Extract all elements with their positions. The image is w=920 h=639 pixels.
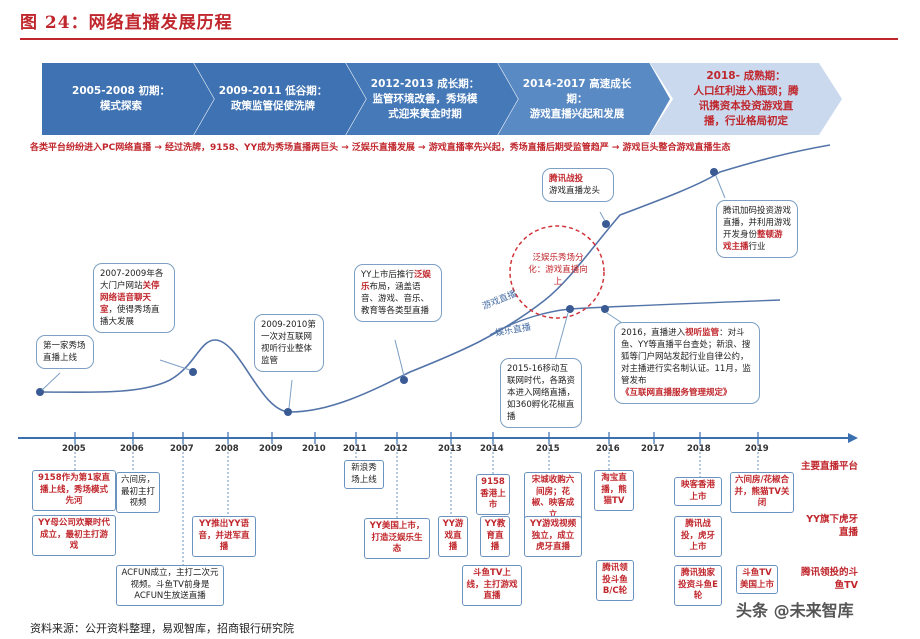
phase-2-period: 2009-2011 低谷期： — [218, 85, 328, 97]
phase-5: 2018- 成熟期： 人口红利进入瓶颈；腾讯携资本投资游戏直播，行业格局初定 — [650, 63, 842, 135]
year-2011: 2011 — [343, 444, 367, 454]
year-2013: 2013 — [438, 444, 462, 454]
event-songcheng: 宋城收购六间房；花椒、映客成立 — [524, 472, 582, 524]
title-rule — [20, 38, 898, 40]
curve-dot-2016b — [602, 220, 610, 228]
phase-4: 2014-2017 高速成长期： 游戏直播兴起和发展 — [498, 63, 670, 135]
year-2008: 2008 — [215, 444, 239, 454]
phase-3-period: 2012-2013 成长期： — [370, 77, 480, 90]
watermark: 头条 @未来智库 — [736, 601, 854, 620]
event-yy-parent: YY母公司欢聚时代成立，最初主打游戏 — [32, 515, 116, 556]
industry-curve — [39, 144, 831, 413]
phase-4-desc: 游戏直播兴起和发展 — [529, 107, 625, 120]
row-label-huya: YY旗下虎牙直播 — [806, 514, 858, 538]
timeline-arrow — [848, 433, 858, 443]
event-yy-education: YY教育直播 — [480, 516, 510, 557]
event-huya-ipo: 腾讯战投，虎牙上市 — [674, 516, 722, 557]
event-douyu-us-ipo: 斗鱼TV美国上市 — [736, 565, 778, 594]
row-label-platforms: 主要直播平台 — [800, 461, 858, 472]
year-2014: 2014 — [480, 444, 504, 454]
curve-dot-2012 — [400, 376, 408, 384]
callout-yy-pan-entertainment: YY上市后推行泛娱乐布局，涵盖语音、游戏、音乐、教育等各类型直播 — [354, 264, 442, 322]
event-yy-us-ipo: YY美国上市，打造泛娱乐生态 — [364, 518, 430, 559]
callout-portals-shutdown: 2007-2009年各大门户网站关停网络语音聊天室，使得秀场直播大发展 — [93, 263, 175, 333]
phase-5-period: 2018- 成熟期： — [706, 70, 786, 82]
callout-first-regulation: 2009-2010第一次对互联网视听行业整体监管 — [254, 314, 324, 372]
event-tencent-douyu-bc: 腾讯领投斗鱼B/C轮 — [596, 560, 634, 601]
event-6rooms: 六间房，最初主打视频 — [116, 472, 160, 513]
year-2018: 2018 — [687, 444, 711, 454]
phase-1-period: 2005-2008 初期： — [72, 85, 170, 97]
curve-dot-2007 — [189, 368, 197, 376]
year-2015: 2015 — [536, 444, 560, 454]
year-2005: 2005 — [62, 444, 86, 454]
curve-dot-2018 — [710, 168, 718, 176]
phase-3-desc: 监管环境改善，秀场模式迎来黄金时期 — [372, 92, 478, 120]
phase-1: 2005-2008 初期： 模式探索 — [42, 63, 214, 135]
event-inke-hk-ipo: 映客香港上市 — [674, 477, 722, 506]
event-acfun: ACFUN成立，主打二次元视频。斗鱼TV前身是ACFUN生放送直播 — [116, 565, 224, 606]
callout-pan-entertainment-split: 泛娱乐秀场分化：游戏直播向上 — [528, 253, 588, 287]
phase-4-period: 2014-2017 高速成长期： — [522, 77, 632, 105]
phase-5-desc: 人口红利进入瓶颈；腾讯携资本投资游戏直播，行业格局初定 — [693, 85, 799, 127]
figure-title: 图 24：网络直播发展历程 — [20, 13, 233, 33]
year-2009: 2009 — [259, 444, 283, 454]
phase-1-desc: 模式探索 — [100, 100, 142, 112]
event-taobao-panda: 淘宝直播，熊猫TV — [594, 470, 634, 511]
callout-mobile-era: 2015-16移动互联网时代，各路资本进入网络直播，如360孵化花椒直播 — [500, 358, 582, 428]
phase-2: 2009-2011 低谷期： 政策监管促使洗牌 — [194, 63, 366, 135]
event-yy-voice: YY推出YY语音，并进军直播 — [192, 516, 256, 557]
year-2010: 2010 — [302, 444, 326, 454]
year-2019: 2019 — [745, 444, 769, 454]
year-2012: 2012 — [384, 444, 408, 454]
row-label-douyu: 腾讯领投的斗鱼TV — [800, 567, 858, 591]
callout-tencent-increase: 腾讯加码投资游戏直播，并利用游戏开发身份整顿游戏主播行业 — [716, 200, 798, 258]
event-9158-hk-ipo: 9158香港上市 — [476, 474, 510, 515]
event-huya-founded: YY游戏视频独立，成立虎牙直播 — [524, 516, 582, 557]
callout-tencent-invest: 腾讯战投游戏直播龙头 — [542, 168, 614, 202]
year-2017: 2017 — [641, 444, 665, 454]
event-yy-game: YY游戏直播 — [438, 516, 468, 557]
callout-first-showroom: 第一家秀场直播上线 — [36, 335, 94, 369]
year-2016: 2016 — [596, 444, 620, 454]
event-douyu-launch: 斗鱼TV上线，主打游戏直播 — [462, 565, 522, 606]
year-2007: 2007 — [170, 444, 194, 454]
highlight-ellipse — [509, 225, 605, 319]
phase-2-desc: 政策监管促使洗牌 — [231, 100, 315, 112]
phase-3: 2012-2013 成长期： 监管环境改善，秀场模式迎来黄金时期 — [346, 63, 518, 135]
year-2006: 2006 — [120, 444, 144, 454]
entertainment-curve — [489, 299, 781, 336]
event-6rooms-huajiao: 六间房/花椒合并，熊猫TV关闭 — [730, 472, 794, 513]
curve-dot-2009 — [284, 408, 292, 416]
event-tencent-douyu-e: 腾讯独家投资斗鱼E轮 — [674, 565, 722, 606]
curve-dot-2016 — [601, 305, 609, 313]
event-sina-show: 新浪秀场上线 — [344, 460, 384, 489]
event-9158-launch: 9158作为第1家直播上线，秀场模式先河 — [32, 470, 116, 511]
callout-2016-regulation: 2016，直播进入视听监管：对斗鱼、YY等直播平台查处；新浪、搜狐等门户网站发起… — [614, 322, 760, 404]
figure-source: 资料来源：公开资料整理，易观智库，招商银行研究院 — [30, 622, 294, 635]
flow-text: 各类平台纷纷进入PC网络直播 → 经过洗牌，9158、YY成为秀场直播两巨头 →… — [30, 143, 731, 153]
curve-dot-2015 — [566, 305, 574, 313]
